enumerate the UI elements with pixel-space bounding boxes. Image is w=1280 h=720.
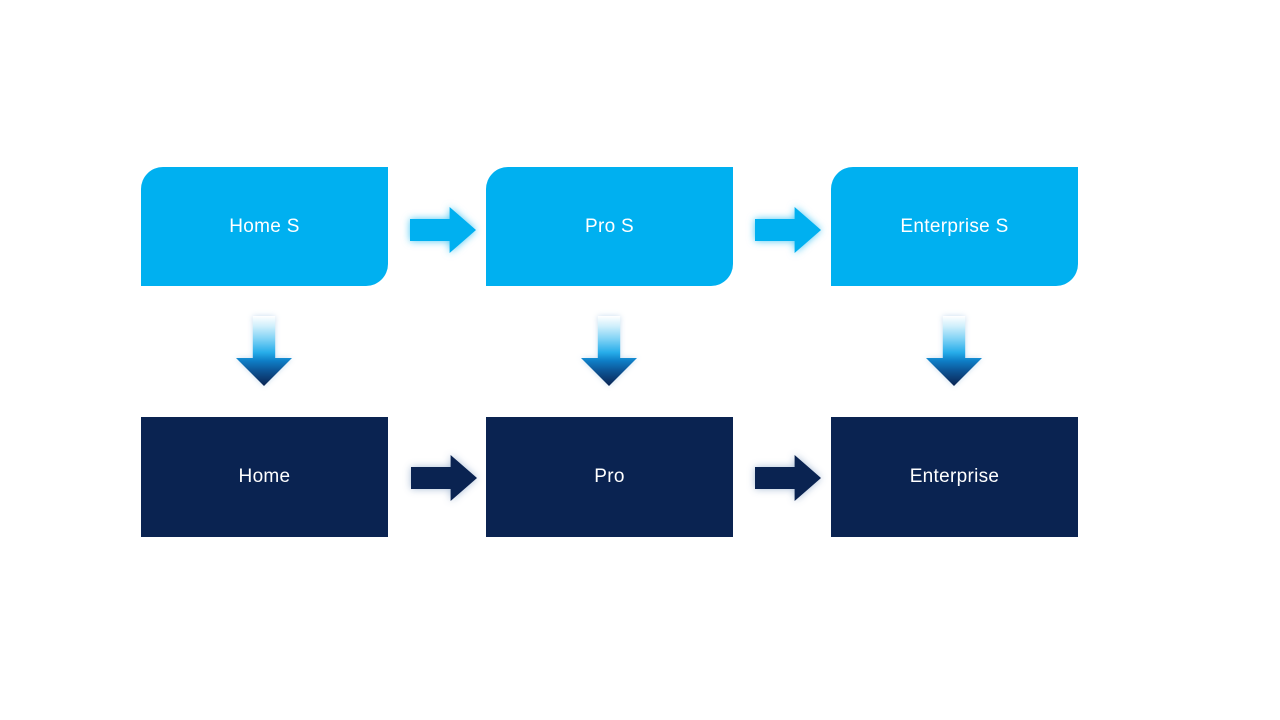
shape-label: Pro <box>594 466 625 487</box>
shape-label: Enterprise <box>909 466 1000 487</box>
right-arrow-shape <box>411 455 477 501</box>
down-arrow-shape <box>926 316 982 386</box>
shape-home: Home <box>141 417 388 537</box>
shape-label: Pro S <box>584 215 635 237</box>
right-arrow-shape <box>755 455 821 501</box>
down-arrow-shape <box>236 316 292 386</box>
down-arrow-icon <box>926 316 982 386</box>
shape-pro-s: Pro S <box>486 167 733 286</box>
shape-pro: Pro <box>486 417 733 537</box>
shape-label: Home S <box>229 215 300 237</box>
shape-label: Home <box>238 466 291 487</box>
shape-enterprise-s: Enterprise S <box>831 167 1078 286</box>
down-arrow-icon <box>581 316 637 386</box>
right-arrow-icon <box>411 455 477 501</box>
right-arrow-icon <box>755 455 821 501</box>
shape-enterprise: Enterprise <box>831 417 1078 537</box>
shape-label: Enterprise S <box>900 215 1009 237</box>
right-arrow-icon <box>410 207 476 253</box>
right-arrow-shape <box>755 207 821 253</box>
right-arrow-icon <box>755 207 821 253</box>
right-arrow-shape <box>410 207 476 253</box>
shape-home-s: Home S <box>141 167 388 286</box>
down-arrow-icon <box>236 316 292 386</box>
down-arrow-shape <box>581 316 637 386</box>
